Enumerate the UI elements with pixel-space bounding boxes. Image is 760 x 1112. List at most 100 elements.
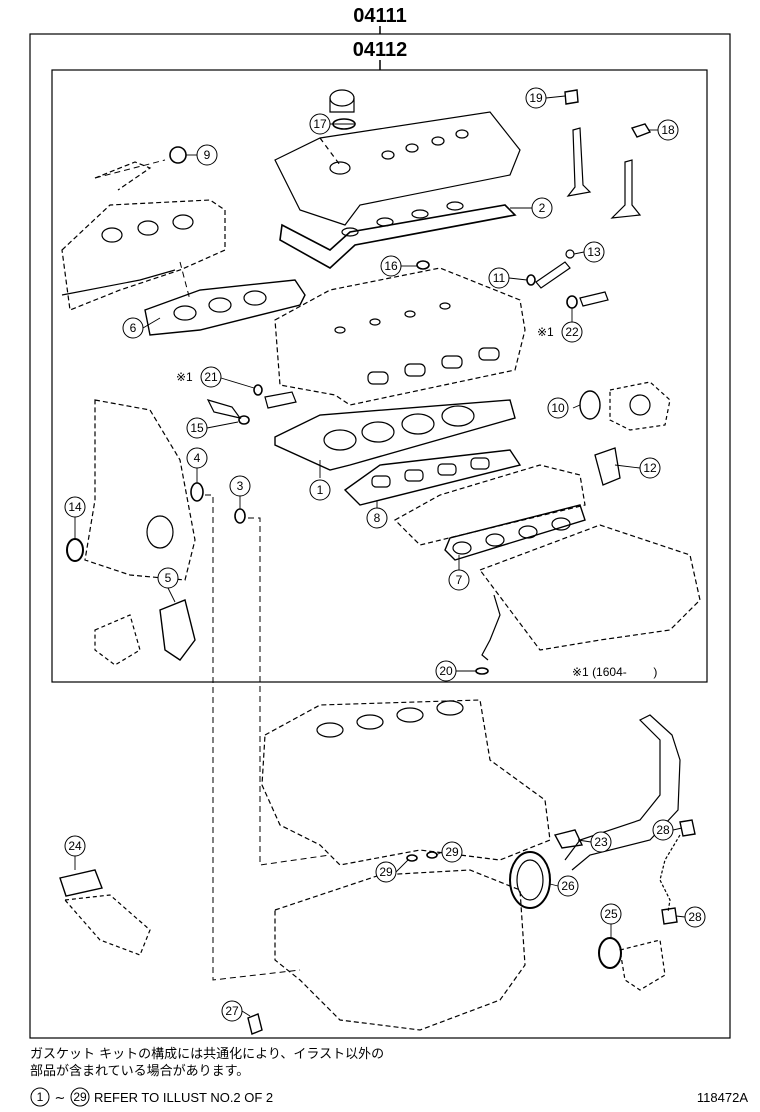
svg-text:20: 20: [439, 664, 453, 678]
intake-manifold: [479, 524, 701, 651]
sensor-15: [206, 399, 242, 419]
timing-chain-cover: [84, 399, 196, 581]
callout-6: 6: [122, 317, 144, 339]
oil-pan: [274, 869, 526, 1031]
illust-id: 118472A: [697, 1090, 748, 1105]
callout-15: 15: [186, 417, 208, 439]
oil-seal-14: [66, 538, 84, 562]
svg-text:1: 1: [317, 483, 324, 497]
svg-text:10: 10: [551, 401, 565, 415]
callout-20: 20: [435, 660, 457, 682]
svg-text:11: 11: [493, 271, 506, 285]
timing-cover-seal-bore: [146, 515, 174, 549]
callout-3: 3: [229, 475, 251, 497]
intake-valve: [566, 127, 592, 197]
oil-seal-25: [598, 937, 622, 969]
union-bolt-28-lower: [661, 907, 678, 925]
water-inlet: [63, 894, 151, 956]
svg-text:19: 19: [529, 91, 543, 105]
water-bypass-pipe: [564, 714, 681, 871]
svg-text:16: 16: [384, 259, 398, 273]
kit-note-line1: ガスケット キットの構成には共通化により、イラスト以外の: [30, 1047, 385, 1062]
gasket-29-b: [426, 851, 438, 859]
nut-18: [630, 123, 652, 138]
ref-text: REFER TO ILLUST NO.2 OF 2: [94, 1090, 273, 1105]
oil-control-valve: [264, 391, 297, 409]
injector: [535, 261, 571, 289]
svg-text:28: 28: [656, 823, 670, 837]
ref-tilde: ~: [55, 1091, 66, 1106]
svg-text:3: 3: [237, 479, 244, 493]
oring-3: [234, 508, 246, 524]
callout-28-upper: 28: [652, 819, 674, 841]
callout-23: 23: [590, 831, 612, 853]
throttle-gasket: [579, 390, 601, 420]
svg-text:28: 28: [688, 910, 702, 924]
bolt-19: [564, 89, 579, 105]
callout-2: 2: [531, 197, 553, 219]
svg-text:23: 23: [594, 835, 608, 849]
water-pump-gasket: [159, 599, 196, 661]
water-pump: [94, 614, 141, 666]
svg-text:13: 13: [587, 245, 601, 259]
oil-filler-cap: [329, 89, 355, 113]
callout-25: 25: [600, 903, 622, 925]
cylinder-head-gasket: [274, 399, 516, 471]
svg-text:29: 29: [379, 865, 393, 879]
kit-note-line2: 部品が含まれている場合があります。: [30, 1064, 250, 1079]
svg-text:2: 2: [539, 201, 546, 215]
ref1-range: ※1 (1604- ): [572, 665, 657, 679]
ref1-mark-22: ※1: [537, 325, 554, 339]
exhaust-manifold-gasket: [144, 279, 306, 336]
exhaust-manifold: [61, 199, 226, 311]
ref1-mark-21: ※1: [176, 370, 193, 384]
outer-frame: [29, 33, 731, 1039]
gasket-29-a: [406, 854, 418, 862]
seal-9: [169, 146, 187, 164]
svg-text:7: 7: [456, 573, 463, 587]
rear-oil-seal-26-inner: [516, 859, 544, 901]
svg-text:14: 14: [68, 500, 82, 514]
callout-16: 16: [380, 255, 402, 277]
oring-11: [526, 274, 536, 286]
dipstick-guide: [481, 594, 501, 661]
callout-12: 12: [639, 457, 661, 479]
callout-14: 14: [64, 496, 86, 518]
kit-code: 04111: [353, 5, 406, 27]
head-cover-gasket-2: [279, 204, 517, 269]
oring-4: [190, 482, 204, 502]
head-cover-gasket-seals: [341, 201, 464, 237]
gasket-24: [59, 869, 103, 897]
callout-28-lower: 28: [684, 906, 706, 928]
callout-13: 13: [583, 241, 605, 263]
callout-8: 8: [366, 507, 388, 529]
callout-21: 21: [200, 366, 222, 388]
callout-7: 7: [448, 569, 470, 591]
oring-15: [238, 415, 250, 425]
throttle-body: [609, 381, 671, 431]
svg-text:17: 17: [313, 117, 327, 131]
gasket-16: [416, 260, 430, 270]
callout-26: 26: [557, 875, 579, 897]
callout-4: 4: [186, 447, 208, 469]
intake-gasket-8: [343, 449, 522, 506]
water-outlet: [619, 939, 666, 991]
callout-5: 5: [157, 567, 179, 589]
rear-oil-seal-26: [509, 851, 551, 909]
sub-kit-code: 04112: [353, 39, 408, 61]
callout-22: 22: [561, 321, 583, 343]
svg-text:21: 21: [204, 370, 218, 384]
oil-pressure-pipe: [659, 834, 681, 913]
callout-27: 27: [221, 1000, 243, 1022]
callout-17: 17: [309, 113, 331, 135]
callout-29-right: 29: [441, 841, 463, 863]
svg-text:12: 12: [643, 461, 657, 475]
cylinder-head-cover: [274, 111, 521, 226]
svg-text:6: 6: [130, 321, 137, 335]
intake-gasket-7: [444, 504, 586, 561]
callout-1: 1: [309, 479, 331, 501]
svg-text:22: 22: [565, 325, 579, 339]
oring-20: [475, 667, 489, 675]
svg-text:8: 8: [374, 511, 381, 525]
